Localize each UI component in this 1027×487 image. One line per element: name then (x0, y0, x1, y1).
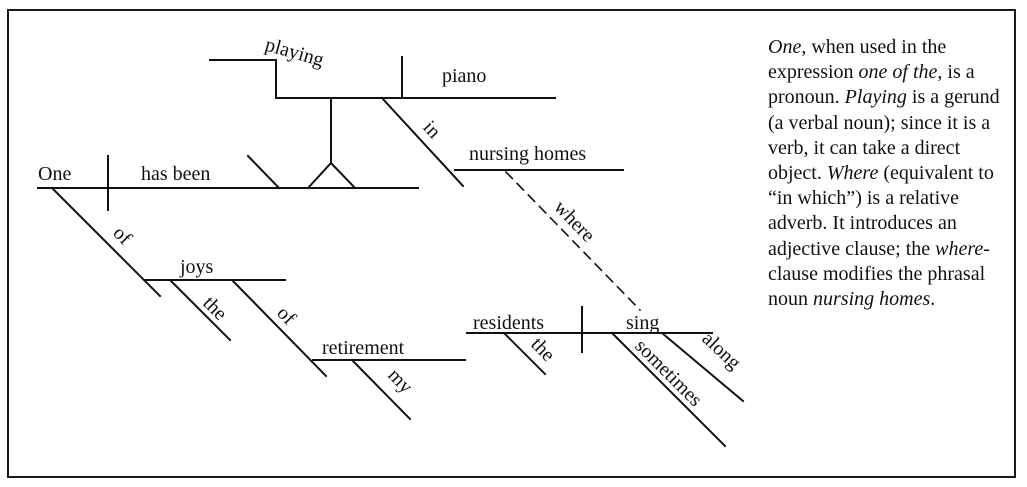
caption-paragraph: One, when used in the expression one of … (768, 35, 1008, 312)
my-diagonal (350, 358, 412, 421)
caption-text: , is a pronoun. (768, 61, 975, 109)
word-one: One (38, 163, 71, 185)
word-residents: residents (473, 312, 544, 334)
sometimes-diagonal (610, 331, 727, 448)
the-2-diagonal (502, 331, 547, 376)
word-playing: playing (263, 34, 327, 72)
caption-text: (equivalent to “in which”) is a relative… (768, 162, 994, 260)
prep-of-diagonal (50, 186, 162, 298)
verb-complement-slash (246, 154, 281, 190)
word-piano: piano (442, 65, 486, 87)
prep-in-diagonal (380, 96, 465, 188)
word-my: my (383, 364, 417, 398)
gerund-step (209, 59, 556, 99)
caption-text: . (930, 288, 936, 311)
word-sometimes: sometimes (630, 335, 706, 411)
the-diagonal (168, 278, 232, 342)
caption-term-one-of-the: one of the (858, 61, 938, 84)
figure-frame (7, 9, 1016, 478)
word-the: the (198, 292, 231, 325)
word-along: along (698, 328, 746, 374)
sentence-diagram: One has been playing piano in nursing ho… (37, 34, 746, 448)
caption-term-where: Where (826, 162, 879, 185)
caption-term-one: One (768, 36, 802, 58)
where-dashed-connector (504, 170, 642, 312)
word-retirement: retirement (322, 337, 405, 359)
caption-text: , when used in the expression (768, 36, 947, 84)
gerund-stand (306, 161, 357, 190)
caption-term-nursing-homes: nursing homes (813, 288, 931, 311)
prep-of-2-diagonal (230, 278, 328, 378)
explanation-caption: One, when used in the expression one of … (768, 35, 1008, 312)
caption-term-where-2: where (935, 237, 984, 260)
word-where: where (549, 196, 599, 247)
word-in: in (418, 116, 445, 142)
word-of: of (108, 222, 136, 250)
caption-text: is a gerund (a verbal noun); since it is… (768, 86, 1000, 185)
word-sing: sing (626, 312, 659, 334)
word-joys: joys (179, 256, 214, 278)
word-has-been: has been (141, 163, 210, 185)
along-diagonal (660, 331, 745, 403)
caption-term-playing: Playing (844, 86, 907, 109)
caption-text: -clause modifies the phrasal noun (768, 237, 990, 311)
word-nursing-homes: nursing homes (469, 143, 586, 165)
